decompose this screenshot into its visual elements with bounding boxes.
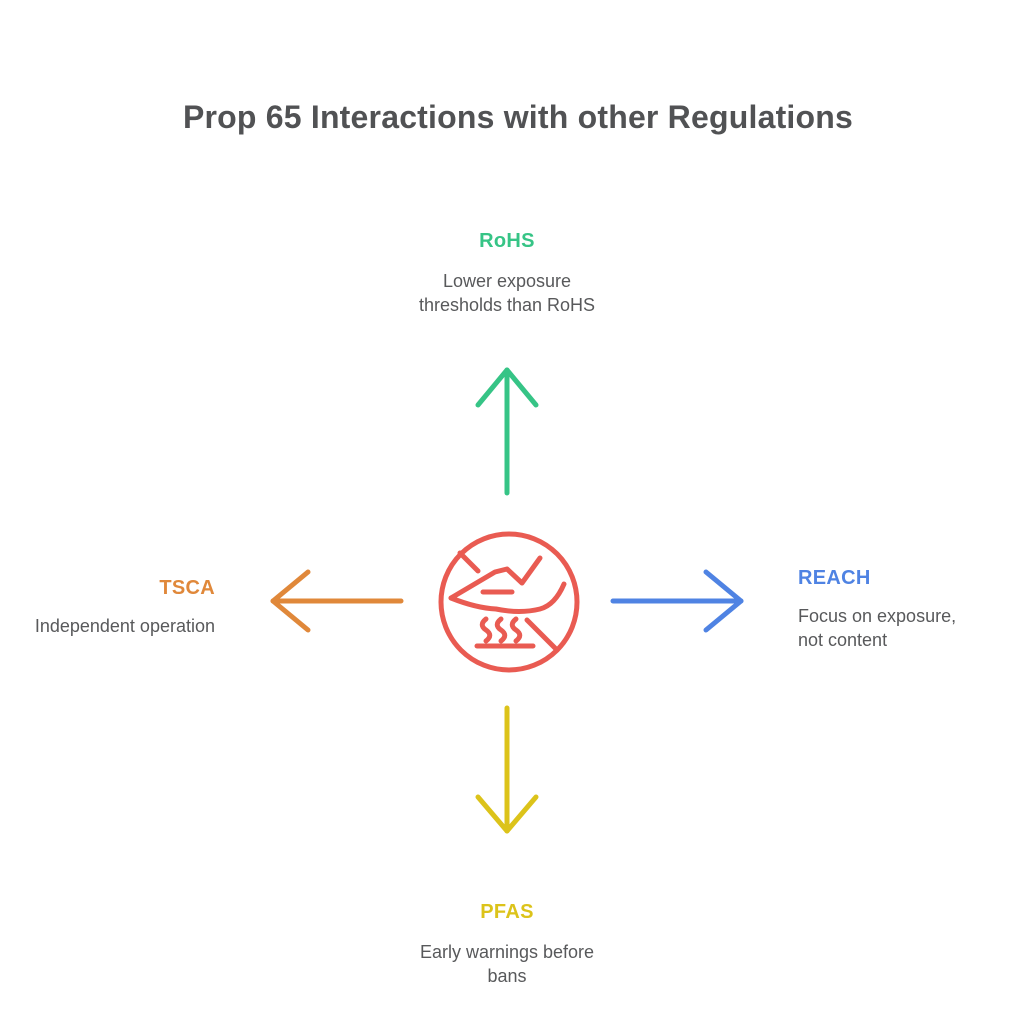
node-tsca-description: Independent operation bbox=[34, 616, 215, 636]
node-rohs-label: RoHS bbox=[479, 230, 535, 252]
arrow-up-icon bbox=[475, 367, 539, 496]
node-reach-label: REACH bbox=[798, 567, 871, 589]
node-tsca-label: TSCA bbox=[159, 577, 215, 599]
node-rohs: RoHS Lower exposure thresholds than RoHS bbox=[402, 229, 612, 317]
node-pfas-label: PFAS bbox=[480, 901, 534, 923]
node-reach: REACH Focus on exposure, not content bbox=[798, 566, 983, 652]
node-pfas: PFAS Early warnings before bans bbox=[402, 900, 612, 988]
node-tsca: TSCA Independent operation bbox=[35, 576, 215, 638]
arrow-right-icon bbox=[610, 569, 744, 633]
diagram-title: Prop 65 Interactions with other Regulati… bbox=[182, 99, 854, 136]
arrow-down-icon bbox=[475, 705, 539, 834]
no-touch-hot-surface-icon bbox=[438, 531, 580, 673]
arrow-left-icon bbox=[270, 569, 404, 633]
node-rohs-description: Lower exposure thresholds than RoHS bbox=[418, 271, 596, 315]
node-pfas-description: Early warnings before bans bbox=[419, 942, 595, 986]
node-reach-description: Focus on exposure, not content bbox=[798, 606, 957, 650]
